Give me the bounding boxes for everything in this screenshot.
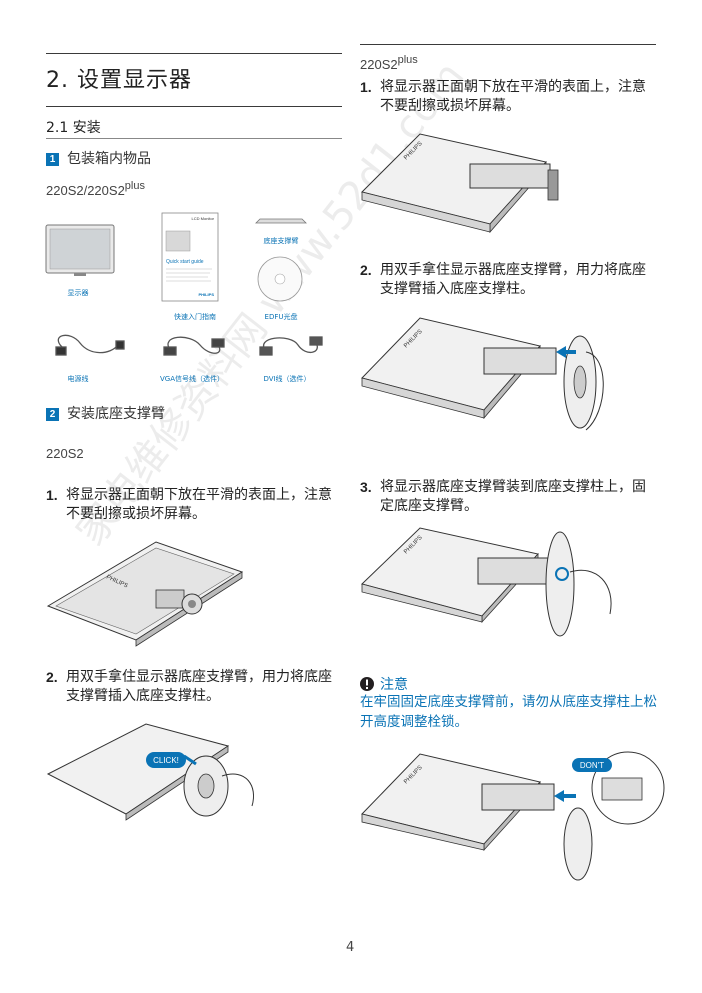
right-step-2-text: 用双手拿住显示器底座支撑臂，用力将底座支撑臂插入底座支撑柱。 <box>380 262 646 297</box>
caption-monitor: 显示器 <box>67 289 89 297</box>
right-figure-2: PHILIPS <box>361 317 604 431</box>
page-number: 4 <box>346 940 355 955</box>
left-step-1-number: 1. <box>46 487 58 503</box>
left-step-2: 2. 用双手拿住显示器底座支撑臂，用力将底座支撑臂插入底座支撑柱。 <box>46 668 342 708</box>
monitor-drawing <box>45 224 115 276</box>
note-heading: 注意 <box>360 674 408 694</box>
right-step-2-number: 2. <box>360 262 372 278</box>
right-step-1-text: 将显示器正面朝下放在平滑的表面上，注意不要刮擦或损坏屏幕。 <box>380 79 646 114</box>
right-model-sup: plus <box>397 54 418 66</box>
dont-label: DON'T <box>580 761 604 770</box>
right-step-1-number: 1. <box>360 79 372 95</box>
section-title: 2. 设置显示器 <box>46 68 192 93</box>
left-figure-1: PHILIPS <box>46 541 244 647</box>
left-step-2-number: 2. <box>46 669 58 685</box>
guide-qsg: Quick start guide <box>166 259 204 265</box>
caption-dvi: DVI线（选件） <box>263 375 311 383</box>
subsection-title: 2.1 安装 <box>46 120 101 136</box>
right-step-3-text: 将显示器底座支撑臂装到底座支撑柱上，固定底座支撑臂。 <box>380 479 646 514</box>
base-arm-drawing <box>255 218 307 224</box>
items-model-sup: plus <box>124 180 145 192</box>
items-heading-text: 包装箱内物品 <box>67 151 151 167</box>
right-step-1: 1. 将显示器正面朝下放在平滑的表面上，注意不要刮擦或损坏屏幕。 <box>360 78 660 118</box>
items-model: 220S2/220S2plus <box>46 180 145 198</box>
guide-brand: PHILIPS <box>198 292 214 297</box>
caption-power: 电源线 <box>67 375 89 383</box>
items-heading: 1 包装箱内物品 <box>46 148 151 168</box>
cd-drawing <box>257 256 303 302</box>
items-model-name: 220S2/220S2 <box>46 183 125 198</box>
install-heading-text: 安装底座支撑臂 <box>67 406 165 422</box>
title-rule <box>46 106 342 107</box>
left-step-1: 1. 将显示器正面朝下放在平滑的表面上，注意不要刮擦或损坏屏幕。 <box>46 486 342 526</box>
right-figure-3: PHILIPS <box>361 527 612 637</box>
install-heading: 2 安装底座支撑臂 <box>46 403 165 423</box>
quick-guide-drawing: LCD Monitor Quick start guide PHILIPS <box>161 212 219 302</box>
note-title: 注意 <box>380 677 408 693</box>
left-step-1-text: 将显示器正面朝下放在平滑的表面上，注意不要刮擦或损坏屏幕。 <box>66 487 332 522</box>
subsection-rule <box>46 138 342 139</box>
guide-title: LCD Monitor <box>192 216 215 221</box>
right-step-3: 3. 将显示器底座支撑臂装到底座支撑柱上，固定底座支撑臂。 <box>360 478 660 518</box>
right-step-3-number: 3. <box>360 479 372 495</box>
warning-icon <box>360 677 374 691</box>
right-step-2: 2. 用双手拿住显示器底座支撑臂，用力将底座支撑臂插入底座支撑柱。 <box>360 261 660 301</box>
caption-edfu: EDFU光盘 <box>264 313 298 321</box>
install-number-badge: 2 <box>46 408 59 421</box>
item-number-badge: 1 <box>46 153 59 166</box>
left-step-2-text: 用双手拿住显示器底座支撑臂，用力将底座支撑臂插入底座支撑柱。 <box>66 669 332 704</box>
caption-quick-guide: 快速入门指南 <box>174 313 216 321</box>
right-model: 220S2plus <box>360 54 418 72</box>
dvi-cable-drawing <box>259 336 323 356</box>
left-figure-2: CLICK! <box>46 723 254 821</box>
vga-cable-drawing <box>163 336 225 356</box>
top-rule-right <box>360 44 656 45</box>
caption-vga: VGA信号线（选件） <box>159 375 224 383</box>
caption-base-arm: 底座支撑臂 <box>263 237 299 245</box>
package-contents-illustration: LCD Monitor Quick start guide PHILIPS <box>45 212 323 356</box>
note-text: 在牢固固定底座支撑臂前，请勿从底座支撑柱上松开高度调整栓锁。 <box>360 694 657 730</box>
right-figure-4: PHILIPS DON'T <box>361 751 665 881</box>
top-rule-left <box>46 53 342 54</box>
right-model-name: 220S2 <box>360 57 398 72</box>
left-model: 220S2 <box>46 446 84 461</box>
click-label: CLICK! <box>153 756 179 765</box>
power-cord-drawing <box>55 334 125 356</box>
right-figure-1: PHILIPS <box>361 133 559 234</box>
